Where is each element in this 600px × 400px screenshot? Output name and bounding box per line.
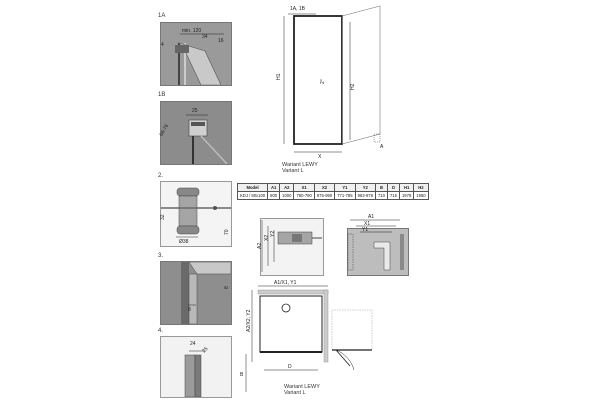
fig-2-dim-32: 32 <box>160 214 166 220</box>
spec-header-d: D <box>386 183 400 192</box>
spec-cell-model: KDJ / 80x100 <box>236 191 269 200</box>
spec-header-h1: H1 <box>398 183 415 192</box>
spec-header-h2: H2 <box>413 183 429 192</box>
front-view-top-label: 1A, 1B <box>290 6 306 12</box>
plan-view: A1/X1, Y1 A2/X2, Y2 B D <box>240 280 373 392</box>
detail-left-a2: A2 <box>257 243 263 249</box>
fig-3-label: 3. <box>158 253 164 259</box>
fig-2-label: 2. <box>158 173 164 179</box>
spec-cell-x1: 780-790 <box>293 191 315 200</box>
spec-header-a1: A1 <box>267 183 281 192</box>
plan-view-side-dim: A2/X2, Y2 <box>246 309 252 332</box>
fig-1a-dim-34: 34 <box>202 34 208 40</box>
fig-1b-dimensions: 25 66-76 <box>159 108 208 137</box>
front-view-a: A <box>380 144 384 150</box>
fig-4-dim-24: 24 <box>190 341 196 347</box>
detail-right-drawing: A1 X1 Y1 <box>347 214 404 271</box>
fig-4-photo <box>160 336 232 398</box>
fig-4-dim-25: 25 <box>201 346 209 354</box>
fig-1b-drawing <box>161 102 231 164</box>
front-view-caption: Wariant LEWY Variant L <box>282 162 318 174</box>
plan-view-d: D <box>288 364 292 370</box>
detail-left-drawing: A2 X2 Y2 <box>257 220 322 272</box>
fig-3-dim-8a: 8 <box>188 307 191 313</box>
front-view-caption-line1: Wariant LEWY <box>282 162 318 168</box>
spec-table-header-row: Model A1 A2 X1 X2 Y1 Y2 B D H1 H2 <box>236 183 429 192</box>
front-view: 1A, 1B H1 H2 2° X A <box>276 5 384 160</box>
plan-view-caption: Wariant LEWY Variant L <box>284 384 320 396</box>
detail-right-x1: X1 <box>364 221 370 227</box>
front-view-h1: H1 <box>276 73 282 80</box>
plan-view-top-dim: A1/X1, Y1 <box>274 280 297 286</box>
fig-4-dimensions: 24 25 <box>190 341 210 354</box>
spec-cell-a1: 800 <box>267 191 281 200</box>
spec-cell-y2: 963-978 <box>354 191 376 200</box>
spec-header-y2: Y2 <box>354 183 376 192</box>
fig-1a-dim-min: min. 120 <box>182 28 201 34</box>
spec-cell-h2: 1950 <box>413 191 429 200</box>
fig-1a-photo <box>160 22 232 86</box>
spec-cell-b: 710 <box>374 191 388 200</box>
detail-left-frame <box>260 218 324 276</box>
fig-1b-photo <box>160 101 232 165</box>
fig-3-drawing <box>161 262 231 324</box>
table-row: KDJ / 80x100 800 1000 780-790 975-990 77… <box>236 191 429 200</box>
fig-3-dimensions: 8 8 <box>188 286 230 313</box>
spec-header-y1: Y1 <box>334 183 356 192</box>
fig-3-photo <box>160 261 232 325</box>
spec-header-a2: A2 <box>279 183 295 192</box>
front-view-angle: 2° <box>320 79 326 84</box>
detail-right-a1: A1 <box>368 214 374 220</box>
fig-1b-dim-25: 25 <box>192 108 198 114</box>
fig-2-photo <box>160 181 232 247</box>
fig-1b-dim-range: 66-76 <box>159 123 171 137</box>
fig-1a-dim-16: 16 <box>218 38 224 44</box>
plan-view-caption-line1: Wariant LEWY <box>284 384 320 390</box>
spec-header-x1: X1 <box>293 183 315 192</box>
spec-cell-d: 715 <box>386 191 400 200</box>
fig-2-dim-dia: Ø38 <box>179 239 189 245</box>
spec-table: Model A1 A2 X1 X2 Y1 Y2 B D H1 H2 KDJ / … <box>236 183 429 200</box>
fig-1a-label: 1A <box>158 13 166 19</box>
spec-cell-x2: 975-990 <box>313 191 336 200</box>
spec-header-b: B <box>374 183 388 192</box>
detail-right-y1: Y1 <box>362 227 368 233</box>
spec-cell-a2: 1000 <box>279 191 295 200</box>
fig-4-label: 4. <box>158 328 164 334</box>
front-view-h2: H2 <box>350 83 356 90</box>
front-view-x: X <box>318 154 322 160</box>
spec-cell-y1: 771-785 <box>334 191 356 200</box>
fig-1a-dim-4: 4 <box>161 42 164 48</box>
fig-2-dim-70: 70 <box>224 229 230 235</box>
detail-left-x2: X2 <box>264 235 270 241</box>
spec-header-model: Model <box>236 183 269 192</box>
fig-2-dimensions: 32 Ø38 70 <box>160 214 230 245</box>
fig-4-drawing <box>161 337 231 397</box>
detail-right-frame <box>347 228 409 276</box>
fig-3-dim-8b: 8 <box>224 286 230 289</box>
plan-view-b: B <box>240 372 244 378</box>
fig-2-drawing <box>161 182 231 246</box>
spec-header-x2: X2 <box>313 183 336 192</box>
fig-1b-label: 1B <box>158 92 166 98</box>
spec-cell-h1: 1978 <box>398 191 415 200</box>
front-view-caption-line2: Variant L <box>282 168 304 174</box>
fig-1a-drawing <box>161 23 231 85</box>
fig-1a-dimensions: min. 120 34 16 4 <box>161 28 224 48</box>
detail-left-y2: Y2 <box>270 231 276 237</box>
plan-view-caption-line2: Variant L <box>284 390 306 396</box>
